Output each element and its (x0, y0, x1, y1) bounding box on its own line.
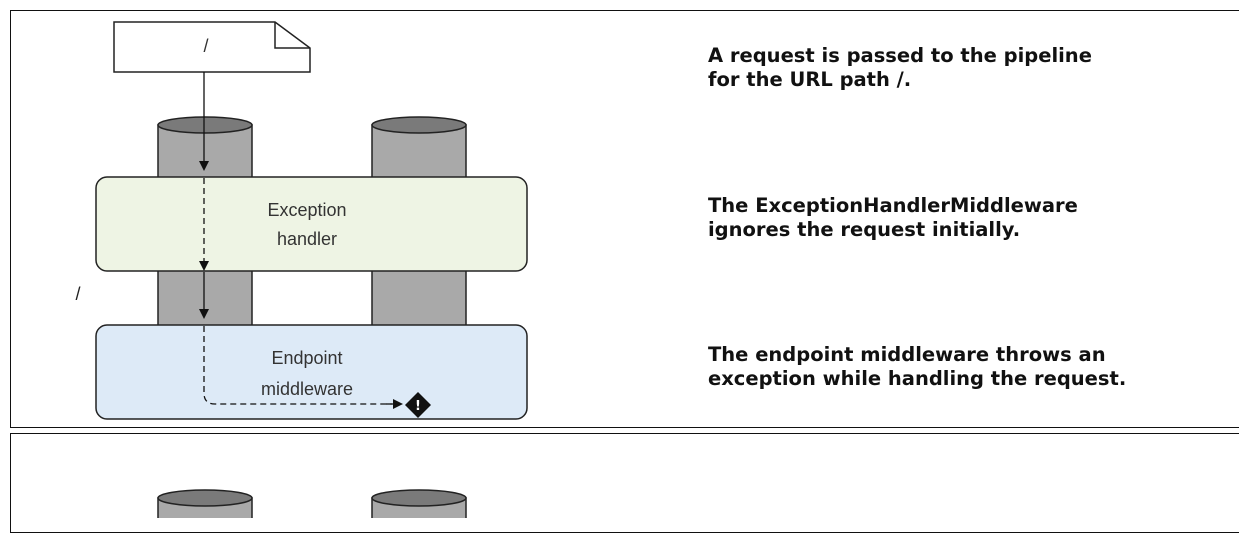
exception-handler-label-2: handler (277, 229, 337, 249)
cylinder-left-bottom (157, 489, 253, 518)
pipeline-diagram: Exception handler Endpoint middleware / … (75, 21, 528, 518)
endpoint-label-1: Endpoint (271, 348, 342, 368)
svg-text:!: ! (415, 399, 421, 414)
request-path-label: / (203, 36, 208, 56)
annotation-request: A request is passed to the pipeline for … (708, 44, 1092, 91)
request-document-icon: / (113, 21, 311, 73)
endpoint-label-2: middleware (261, 379, 353, 399)
request-flow (199, 72, 403, 409)
endpoint-middleware-box: Endpoint middleware (95, 324, 528, 420)
annotation-exception-handler: The ExceptionHandlerMiddleware ignores t… (708, 194, 1078, 241)
error-diamond-icon: ! (405, 392, 431, 418)
exception-handler-box: Exception handler (95, 176, 528, 272)
side-path-label: / (75, 284, 80, 304)
cylinder-right-bottom (371, 489, 467, 518)
annotation-endpoint: The endpoint middleware throws an except… (708, 343, 1127, 390)
exception-handler-label-1: Exception (267, 200, 346, 220)
